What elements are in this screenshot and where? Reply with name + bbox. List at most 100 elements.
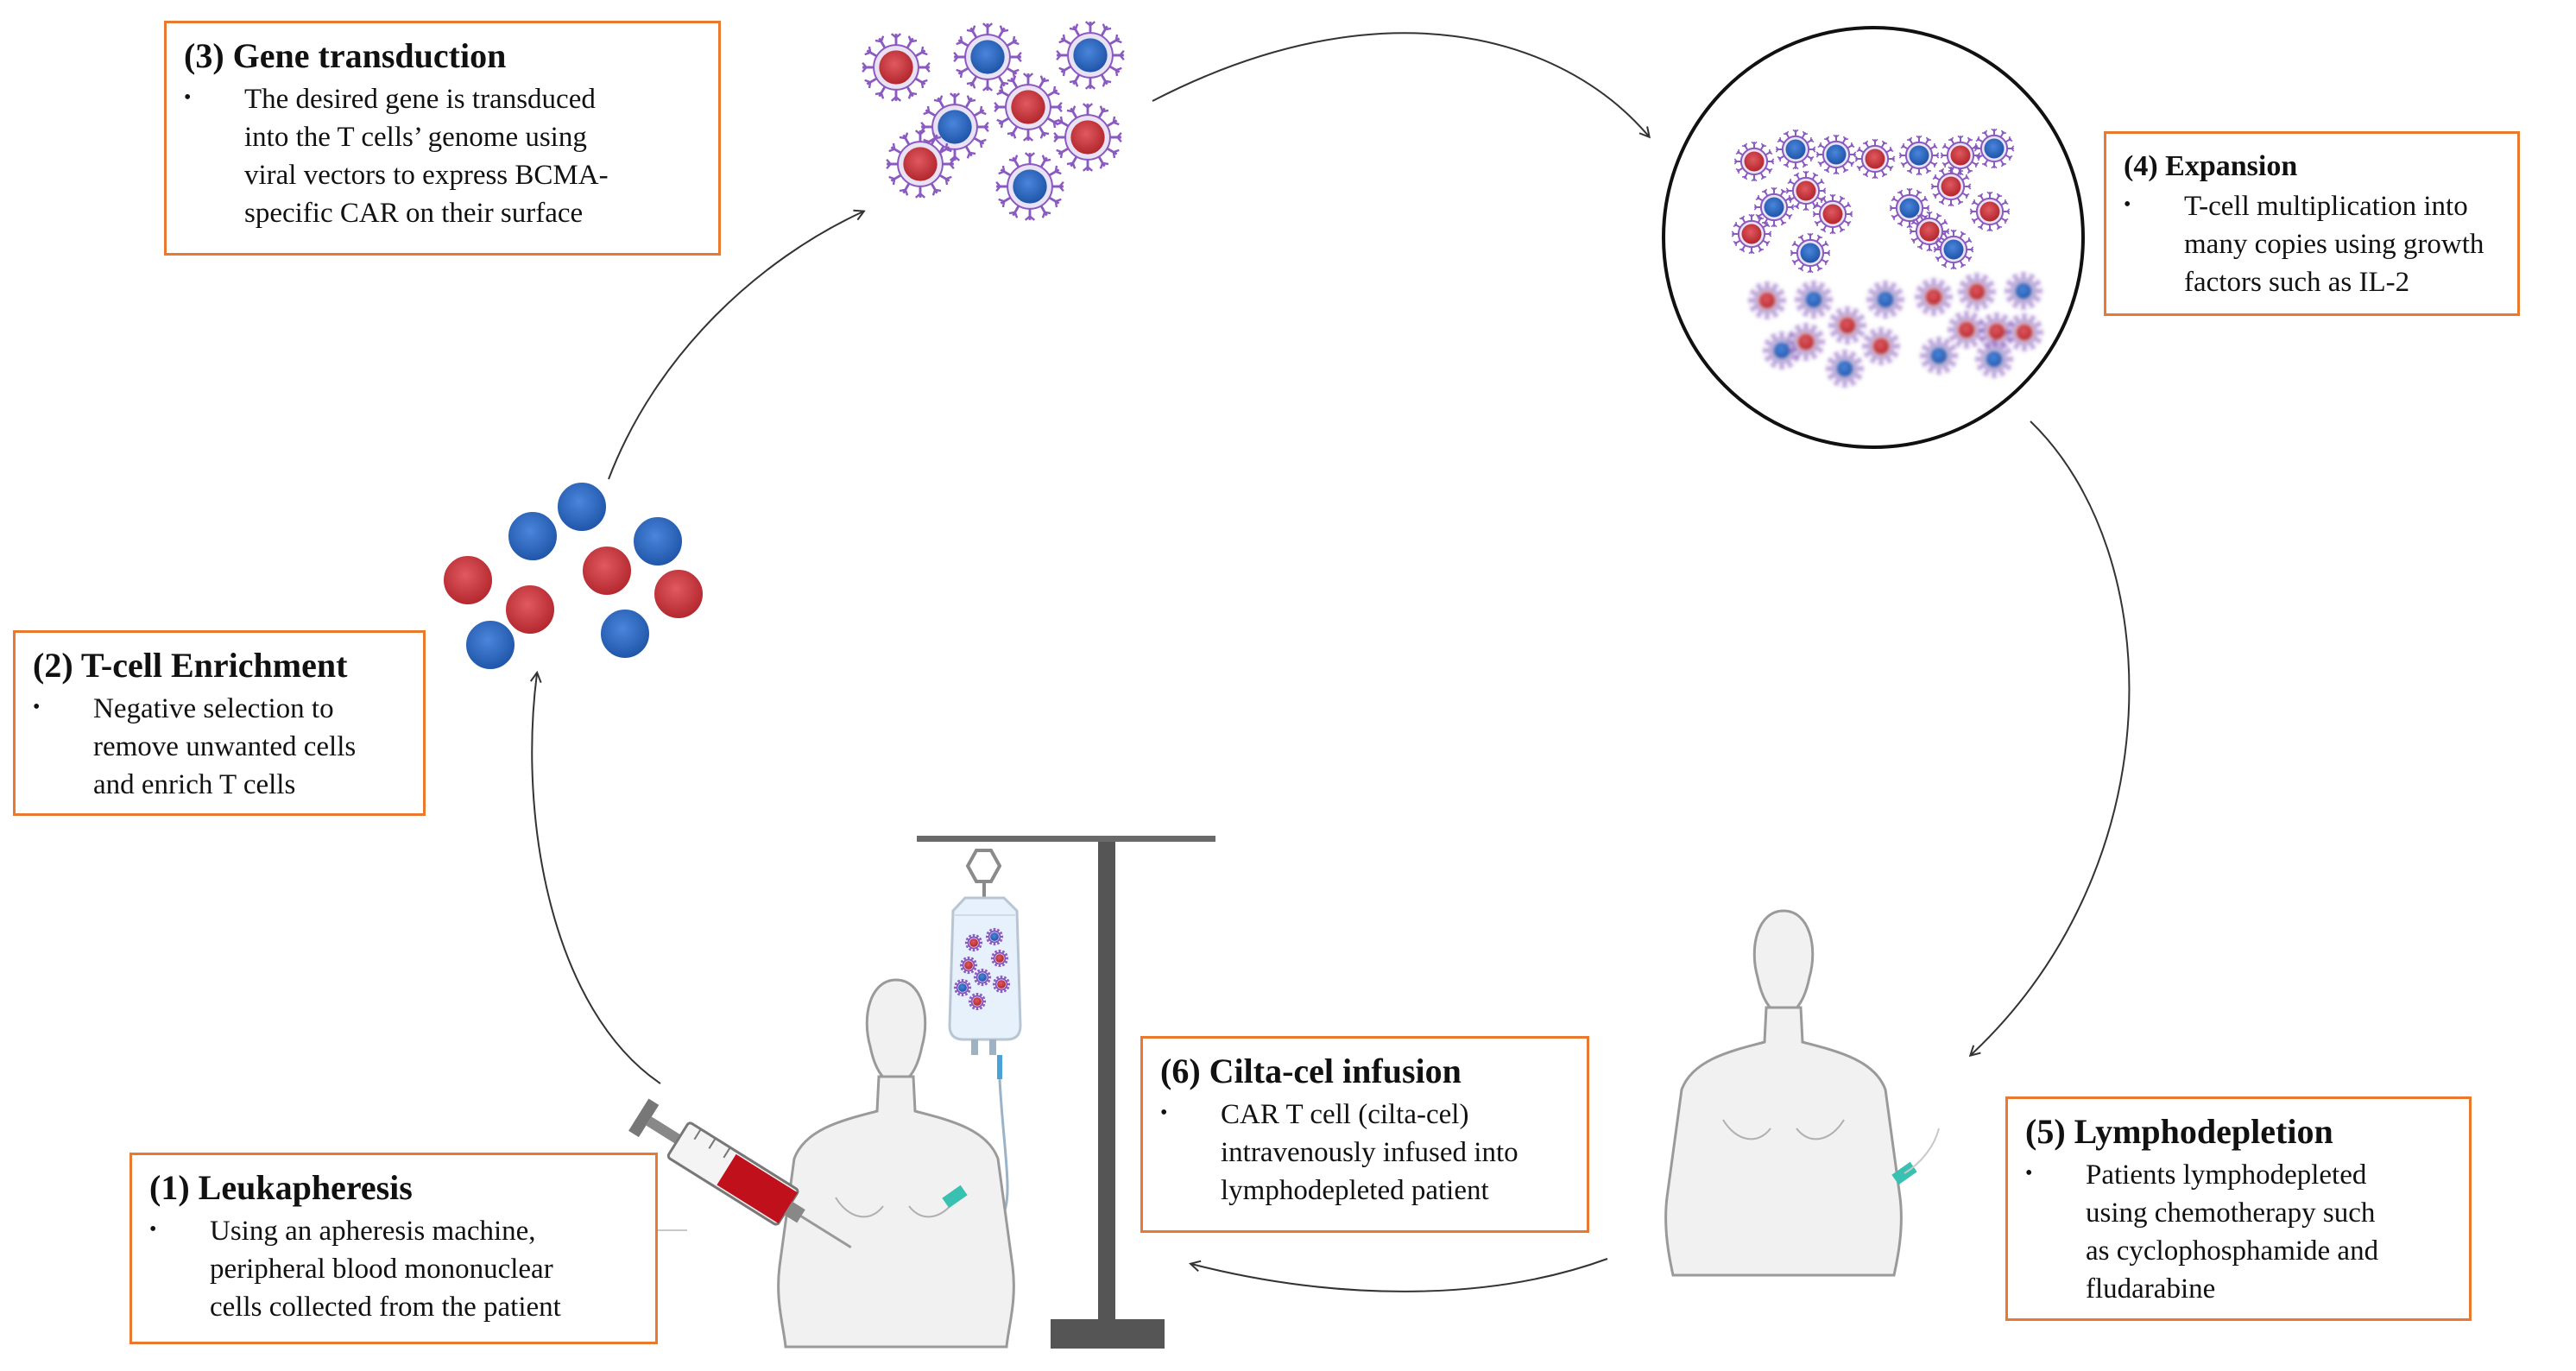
step-box-gene-transduction: (3) Gene transduction • The desired gene… — [164, 21, 721, 256]
bullet-icon: • — [1160, 1102, 1168, 1124]
car-t-cell-icon — [1815, 134, 1857, 175]
car-t-cell-icon — [1828, 306, 1866, 344]
arrow-2-to-3 — [608, 212, 863, 480]
step-box-cilta-cel-infusion: (6) Cilta-cel infusion • CAR T cell (cil… — [1140, 1036, 1589, 1233]
step-description-line: into the T cells’ genome using — [244, 122, 587, 153]
car-t-cell-icon — [1795, 281, 1833, 319]
step-description-line: Patients lymphodepleted — [2086, 1159, 2367, 1191]
t-cell-icon — [599, 608, 651, 660]
arrow-4-to-5 — [1971, 420, 2131, 1055]
car-t-cell-icon — [1973, 128, 2015, 169]
expanded-car-t-cells — [1731, 128, 2015, 274]
iv-bag-car-t-cells — [953, 927, 1011, 1011]
step-description-line: T-cell multiplication into — [2184, 191, 2468, 222]
iv-pole-icon — [917, 836, 1215, 1349]
step-description-line: many copies using growth — [2184, 229, 2484, 260]
syringe-icon — [628, 1098, 852, 1249]
step-description-line: Negative selection to — [93, 693, 334, 724]
step-description-line: cells collected from the patient — [210, 1292, 561, 1323]
car-t-cell-icon — [1930, 166, 1972, 207]
step-description-line: viral vectors to express BCMA- — [244, 160, 609, 191]
step-description-line: specific CAR on their surface — [244, 198, 584, 229]
step-description-line: using chemotherapy such — [2086, 1197, 2376, 1229]
bullet-icon: • — [184, 86, 192, 109]
step-description-line: factors such as IL-2 — [2184, 267, 2410, 298]
iv-bag-icon — [948, 849, 1022, 1223]
car-t-cell-icon — [1933, 229, 1974, 270]
step-description-line: lymphodepleted patient — [1221, 1175, 1489, 1206]
step-description-line: and enrich T cells — [93, 769, 296, 800]
car-t-cell-icon — [1889, 187, 1930, 229]
car-t-cell-icon — [1909, 211, 1950, 252]
car-t-cell-icon — [2005, 272, 2042, 310]
step-description-line: remove unwanted cells — [93, 731, 357, 762]
step-description-line: as cyclophosphamide and — [2086, 1235, 2379, 1267]
step-box-leukapheresis: (1) Leukapheresis • Using an apheresis m… — [129, 1153, 658, 1344]
step-description-line: intravenously infused into — [1221, 1137, 1518, 1168]
car-t-cell-icon — [994, 73, 1063, 142]
car-t-cell-icon — [1958, 273, 1996, 311]
cycle-arrows — [532, 32, 2131, 1292]
step-box-lymphodepletion: (5) Lymphodepletion • Patients lymphodep… — [2005, 1096, 2472, 1321]
car-t-cell-icon — [1866, 281, 1904, 319]
car-t-cell-icon — [1053, 103, 1122, 172]
car-t-cell-icon — [1975, 340, 2013, 378]
car-t-cell-icon — [973, 968, 992, 987]
step-description-line: Using an apheresis machine, — [210, 1216, 536, 1247]
car-t-cell-icon — [995, 152, 1064, 221]
bullet-icon: • — [2124, 193, 2131, 216]
t-cell-icon — [464, 619, 516, 671]
arrow-1-to-2 — [532, 673, 661, 1084]
step-title: (3) Gene transduction — [184, 36, 507, 75]
expanded-car-t-cells-blurred — [1748, 272, 2043, 388]
car-t-cell-icon — [1787, 323, 1825, 361]
step-description-line: CAR T cell (cilta-cel) — [1221, 1099, 1469, 1130]
step-title: (6) Cilta-cel infusion — [1160, 1052, 1462, 1090]
step-title: (2) T-cell Enrichment — [33, 646, 348, 685]
car-t-cell-icon — [1748, 281, 1786, 319]
step-title: (5) Lymphodepletion — [2025, 1112, 2333, 1151]
step-title: (4) Expansion — [2124, 150, 2298, 182]
car-t-cell-icon — [1940, 135, 1981, 176]
step-description-line: fludarabine — [2086, 1273, 2216, 1305]
car-t-cell-icon — [1790, 232, 1831, 274]
t-cell-icon — [556, 481, 608, 533]
t-cell-icon — [632, 515, 684, 567]
car-t-cell-icon — [1854, 138, 1896, 180]
t-cell-icon — [504, 584, 556, 635]
car-t-cell-icon — [1915, 278, 1953, 316]
car-t-cell-icon — [953, 22, 1022, 92]
car-t-cell-icon — [1775, 129, 1816, 170]
car-t-cell-icon — [968, 992, 987, 1011]
car-t-cell-icon — [985, 927, 1004, 946]
transduced-car-t-cells — [862, 21, 1125, 221]
t-cell-icon — [653, 568, 704, 620]
t-cell-icon — [581, 545, 633, 597]
bullet-icon: • — [33, 696, 41, 718]
car-t-cell-icon — [1978, 313, 2016, 351]
car-t-cell-icon — [953, 978, 972, 997]
person-icon — [1664, 909, 1940, 1277]
car-t-cell-icon — [1763, 332, 1801, 370]
car-t-cell-icon — [1785, 170, 1827, 212]
car-t-cell-icon — [886, 130, 955, 199]
step-description-line: peripheral blood mononuclear — [210, 1254, 553, 1285]
t-cell-icon — [507, 510, 559, 562]
car-t-cell-icon — [1898, 135, 1940, 176]
car-t-cell-icon — [1753, 186, 1795, 228]
car-t-cell-icon — [1056, 21, 1125, 90]
car-t-cell-icon — [1969, 191, 2011, 232]
arrow-3-to-4 — [1152, 32, 1649, 136]
car-t-cell-icon — [1731, 213, 1772, 255]
car-t-cell-icon — [862, 33, 931, 102]
bullet-icon: • — [2025, 1162, 2033, 1185]
bullet-icon: • — [149, 1218, 157, 1241]
person-icon — [777, 978, 1015, 1349]
step-title: (1) Leukapheresis — [149, 1168, 413, 1207]
car-t-cell-icon — [1826, 350, 1864, 388]
car-t-cell-icon — [964, 933, 983, 952]
car-t-cell-icon — [1812, 193, 1853, 235]
car-t-cell-icon — [992, 975, 1011, 994]
car-t-cell-icon — [1733, 141, 1775, 182]
